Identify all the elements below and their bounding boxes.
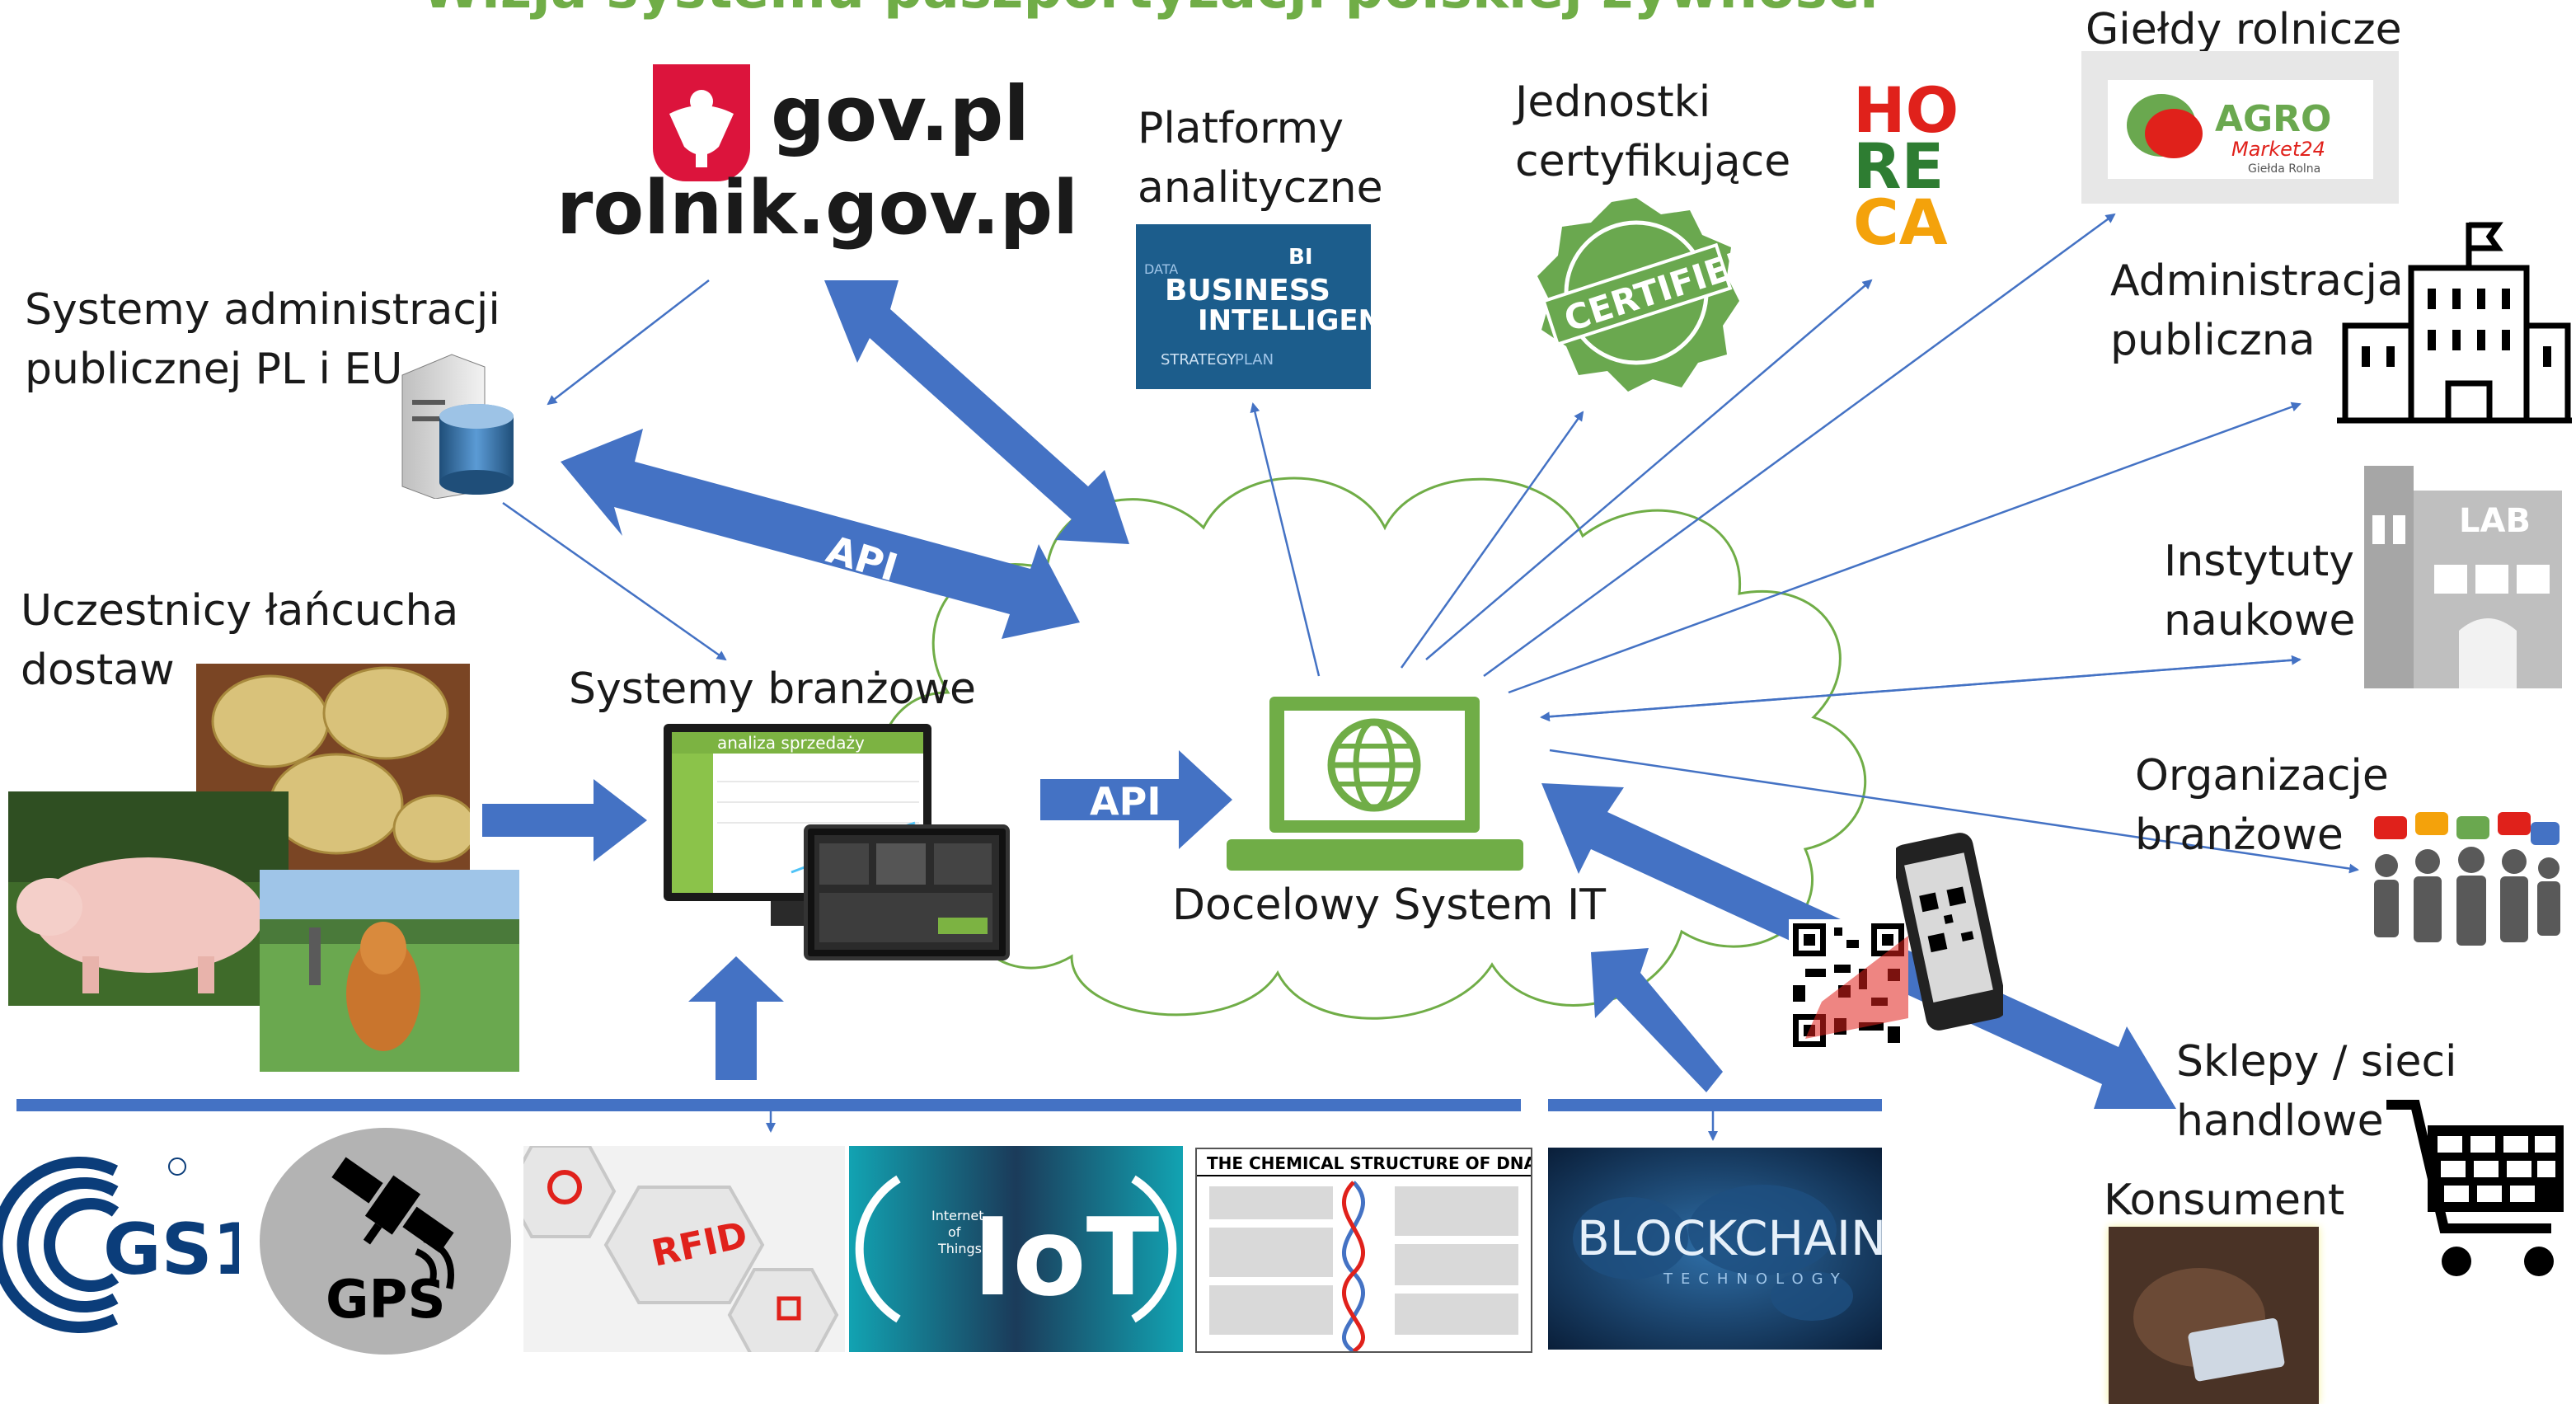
thin-arrow-admin-industry: [502, 501, 727, 661]
public-admin-line-2: publiczna: [2110, 316, 2316, 365]
lab-building-icon: LAB: [2364, 466, 2562, 688]
organizations-people-icon: [2366, 812, 2564, 952]
institutes-line-2: naukowe: [2164, 596, 2356, 646]
poland-emblem-icon: [653, 64, 750, 181]
iot-things: Things: [937, 1241, 982, 1256]
agro-text: AGRO: [2215, 98, 2331, 140]
admin-systems-line-1: Systemy administracji: [25, 285, 500, 335]
institutes-label: Instytuty naukowe: [2164, 532, 2355, 650]
blockchain-text: BLOCKCHAIN: [1577, 1210, 1882, 1266]
gov-pl-logo: gov.pl: [771, 70, 1030, 158]
gs1-logo: GS1: [0, 1138, 261, 1352]
industry-systems-label: Systemy branżowe: [569, 664, 977, 714]
supply-chain-line-2: dostaw: [21, 646, 175, 695]
pig-photo: [8, 791, 289, 1006]
dna-poster-image: THE CHEMICAL STRUCTURE OF DNA: [1195, 1148, 1532, 1353]
public-admin-line-1: Administracja: [2110, 256, 2404, 306]
qr-code-icon: [1789, 919, 1908, 1051]
database-server-icon: [394, 350, 518, 500]
consumer-photo: [2109, 1227, 2319, 1404]
business-word: BUSINESS: [1165, 274, 1330, 308]
agro-market-logo: AGRO Market24 Giełda Rolna: [2081, 51, 2399, 204]
shopping-cart-icon: [2386, 1096, 2568, 1282]
exchanges-label: Giełdy rolnicze: [2086, 5, 2402, 54]
thin-arrow-cert: [1400, 411, 1584, 669]
gps-satellite-icon: GPS: [260, 1128, 511, 1355]
arrow-supply-industry: [482, 779, 647, 862]
bi-word: BI: [1288, 245, 1313, 270]
rolnik-gov-pl-logo: rolnik.gov.pl: [556, 165, 1079, 251]
iot-text: IoT: [973, 1195, 1159, 1320]
blockchain-sub-text: TECHNOLOGY: [1663, 1270, 1848, 1288]
thin-arrow-exchanges: [1483, 213, 2116, 678]
potatoes-photo: [196, 664, 470, 882]
certification-label: Jednostki certyfikujące: [1515, 73, 1790, 191]
organizations-label: Organizacje branżowe: [2135, 751, 2389, 860]
public-building-icon: [2337, 218, 2572, 425]
bar-right: [1548, 1099, 1882, 1111]
shops-line-2: handlowe: [2176, 1096, 2384, 1146]
dashboard-tablet: [804, 824, 1010, 960]
business-intelligence-image: BI BUSINESS INTELLIGENCE STRATEGY PLAN D…: [1136, 224, 1371, 389]
page-title: Wizja systemu paszportyzacji polskiej ży…: [0, 0, 2300, 21]
agro-sub-text: Market24: [2231, 138, 2325, 161]
institutes-line-1: Instytuty: [2164, 537, 2355, 586]
cloud-outline: [879, 477, 1866, 1020]
blockchain-image: BLOCKCHAIN TECHNOLOGY: [1548, 1148, 1882, 1350]
admin-systems-line-2: publicznej PL i EU: [25, 345, 403, 394]
public-admin-label: Administracja publiczna: [2110, 251, 2404, 370]
thin-arrow-organizations: [1549, 749, 2359, 874]
arrow-blockchain-center: [1591, 948, 1723, 1092]
iot-of: of: [948, 1224, 961, 1240]
supply-chain-label: Uczestnicy łańcucha dostaw: [21, 581, 458, 700]
gs1-text: GS1: [103, 1209, 239, 1291]
certification-line-1: Jednostki: [1515, 77, 1711, 127]
analytics-label: Platformy analityczne: [1138, 99, 1383, 218]
arrow-admin-center: [561, 429, 1080, 639]
gps-text: GPS: [326, 1270, 446, 1331]
bar-left: [16, 1099, 1521, 1111]
target-system-label: Docelowy System IT: [1172, 880, 1607, 930]
horeca-logo: HO RE CA: [1853, 73, 1977, 264]
thin-arrow-public-admin: [1508, 401, 2302, 694]
certification-line-2: certyfikujące: [1515, 137, 1791, 186]
thin-arrow-analytics: [1250, 402, 1321, 677]
iot-internet: Internet: [931, 1208, 984, 1223]
thin-arrow-horeca: [1425, 279, 1873, 660]
intelligence-word: INTELLIGENCE: [1198, 304, 1371, 337]
lab-text: LAB: [2459, 502, 2531, 540]
arrow-bar-industry: [688, 956, 784, 1080]
data-word: DATA: [1144, 261, 1178, 277]
horeca-line-3: CA: [1853, 185, 1948, 259]
arrow-gov-center: [824, 280, 1129, 544]
horeca-line-1: HO: [1853, 73, 1959, 147]
globe-laptop-icon: [1227, 697, 1523, 871]
thin-arrow-gov-admin: [547, 279, 710, 406]
rfid-image: RFID: [523, 1146, 845, 1352]
arrow-industry-center: [1040, 750, 1232, 849]
api-label-2: API: [1090, 779, 1161, 824]
consumer-label: Konsument: [2104, 1176, 2345, 1225]
certified-stamp-icon: CERTIFIED: [1529, 194, 1762, 392]
thin-arrow-institutes-back: [1540, 658, 2301, 722]
smartphone-icon: [1892, 833, 2007, 1031]
agro-caption: Giełda Rolna: [2248, 162, 2320, 176]
analytics-line-2: analityczne: [1138, 163, 1383, 213]
cow-photo: [260, 870, 519, 1072]
shops-line-1: Sklepy / sieci: [2176, 1037, 2457, 1087]
supply-chain-line-1: Uczestnicy łańcucha: [21, 586, 459, 636]
plan-word: PLAN: [1235, 351, 1274, 369]
shops-label: Sklepy / sieci handlowe: [2176, 1032, 2457, 1151]
horeca-line-2: RE: [1853, 129, 1945, 203]
strategy-word: STRATEGY: [1161, 351, 1237, 369]
admin-systems-label: Systemy administracji publicznej PL i EU: [25, 280, 500, 399]
dashboard-header: analiza sprzedaży: [672, 732, 923, 754]
analytics-line-1: Platformy: [1138, 104, 1344, 153]
iot-image: IoT Internet of Things: [849, 1146, 1183, 1352]
dna-title: THE CHEMICAL STRUCTURE OF DNA: [1207, 1153, 1531, 1173]
